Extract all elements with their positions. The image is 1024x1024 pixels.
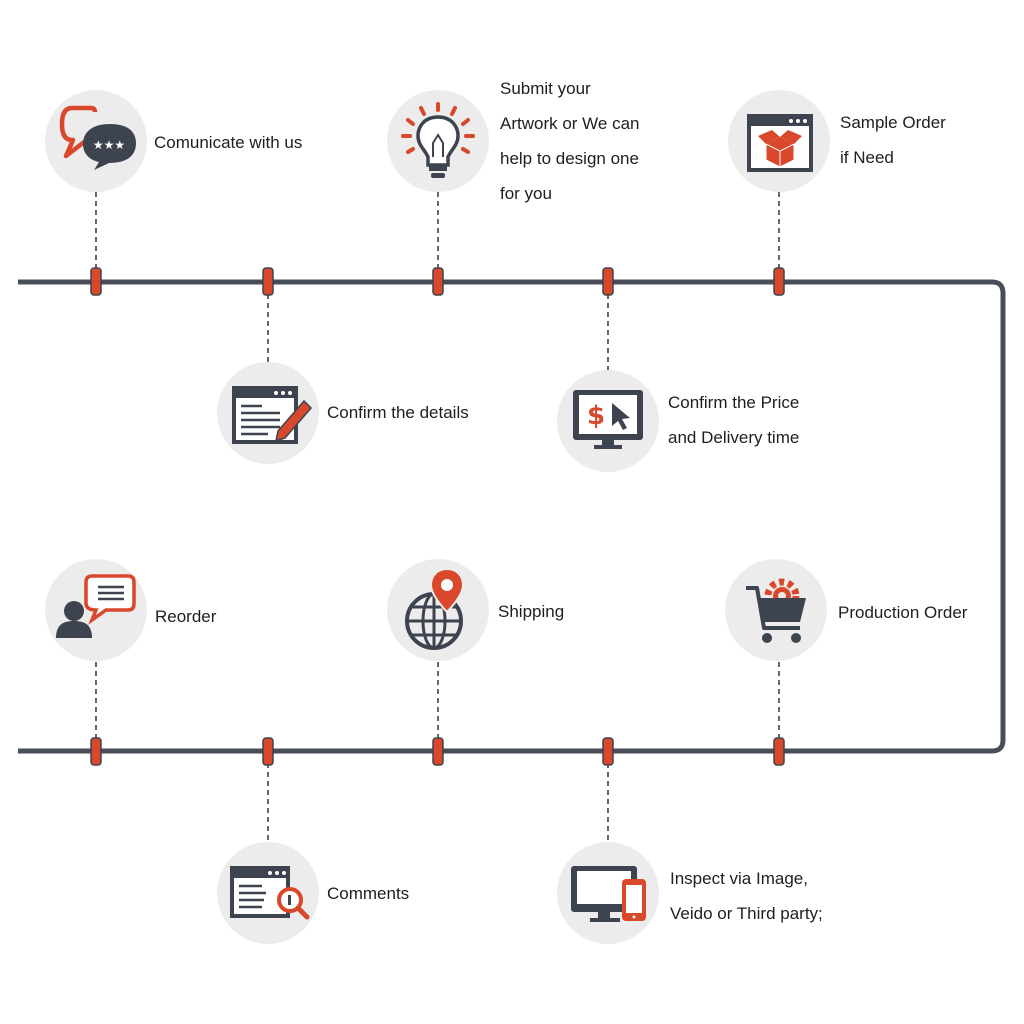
step-label-reorder: Reorder (155, 607, 217, 626)
step-label-communicate: Comunicate with us (154, 133, 303, 152)
step-label-confirm-details: Confirm the details (327, 403, 469, 422)
devices-icon (571, 866, 646, 922)
chat-bubbles-icon: ★★★ (59, 105, 136, 170)
step-label-inspect: Inspect via Image, Veido or Third party; (670, 869, 823, 923)
svg-text:$: $ (587, 401, 605, 431)
lightbulb-icon (401, 102, 475, 178)
step-label-shipping: Shipping (498, 602, 565, 621)
step-label-submit-artwork: Submit your Artwork or We can help to de… (500, 79, 640, 203)
edit-document-icon (232, 386, 313, 444)
globe-pin-icon (405, 567, 465, 650)
svg-text:★★★: ★★★ (93, 138, 125, 152)
timeline-path (18, 279, 1006, 754)
step-label-production-order: Production Order (838, 603, 968, 622)
step-label-confirm-price: Confirm the Price and Delivery time (668, 393, 800, 447)
icon-circles (45, 90, 830, 944)
cart-gear-icon (746, 578, 806, 643)
price-monitor-icon: $ (573, 390, 643, 449)
timeline-markers (90, 267, 785, 766)
step-label-sample-order: Sample Order if Need (840, 113, 946, 167)
step-label-comments: Comments (327, 884, 410, 903)
connectors (95, 192, 780, 843)
user-message-icon (56, 574, 136, 638)
sample-box-icon (747, 114, 813, 172)
search-document-icon (230, 866, 310, 920)
